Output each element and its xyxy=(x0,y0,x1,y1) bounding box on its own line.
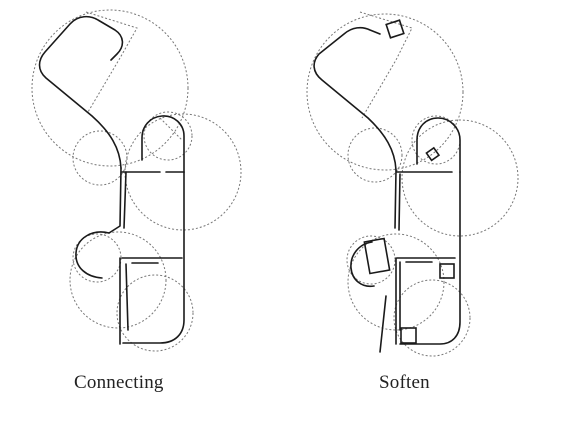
panel-soften xyxy=(306,11,519,357)
caption-connecting: Connecting xyxy=(74,372,164,393)
soften-marker-upper-right xyxy=(425,146,441,162)
soften-marker-top xyxy=(385,19,405,39)
construction-guides-connecting xyxy=(31,9,242,352)
soften-marker-bottom xyxy=(400,327,417,344)
panel-connecting xyxy=(31,9,242,352)
caption-soften: Soften xyxy=(379,372,430,393)
soften-marker-left-bulge xyxy=(363,237,391,275)
construction-guides-soften xyxy=(306,11,519,357)
outline-soften xyxy=(313,26,461,353)
soften-marker-lower-right xyxy=(439,263,455,279)
soften-markers xyxy=(363,19,455,344)
outline-connecting xyxy=(38,15,185,345)
